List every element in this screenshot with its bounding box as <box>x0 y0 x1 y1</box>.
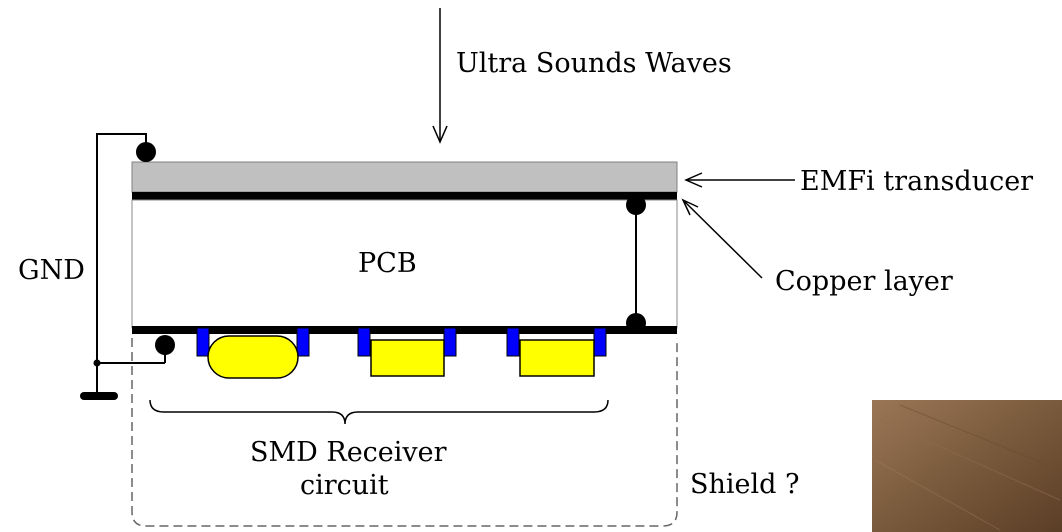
shield-outline <box>131 338 678 527</box>
shield-label: Shield ? <box>690 469 799 500</box>
copper-label: Copper layer <box>775 266 953 297</box>
smd-component-1 <box>196 327 310 379</box>
pcb-label: PCB <box>358 248 417 279</box>
transducer-pointer <box>684 172 795 188</box>
receiver-label-line1: SMD Receiver <box>250 437 447 468</box>
waves-label: Ultra Sounds Waves <box>456 48 732 79</box>
layer-interconnect-wire <box>626 195 646 333</box>
receiver-brace <box>149 399 609 425</box>
smd-component-2 <box>357 327 457 377</box>
top-copper-layer <box>132 192 677 200</box>
emfi-transducer-film <box>131 161 678 193</box>
ground-symbol <box>80 392 118 400</box>
copper-pointer <box>681 198 763 279</box>
transducer-label: EMFi transducer <box>800 166 1033 197</box>
bottom-copper-layer <box>132 326 677 334</box>
smd-component-3 <box>506 327 607 377</box>
gnd-label: GND <box>18 255 85 286</box>
gnd-wire <box>93 133 175 395</box>
receiver-label-line2: circuit <box>300 470 389 501</box>
copper-photo <box>872 400 1062 532</box>
ultrasound-arrow <box>432 8 448 144</box>
